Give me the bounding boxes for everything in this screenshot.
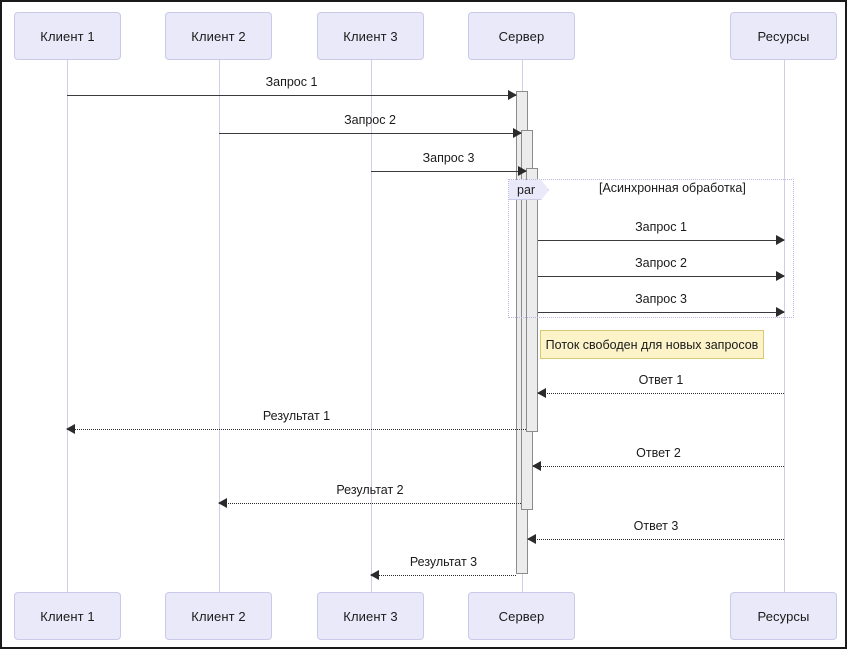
message-line bbox=[538, 276, 784, 277]
participant-client3-bottom[interactable]: Клиент 3 bbox=[317, 592, 424, 640]
arrowhead-left-icon bbox=[66, 424, 75, 434]
lifeline-resources bbox=[784, 60, 785, 592]
participant-label: Сервер bbox=[498, 28, 545, 44]
fragment-condition-label: [Асинхронная обработка] bbox=[599, 181, 746, 195]
participant-client1-top[interactable]: Клиент 1 bbox=[14, 12, 121, 60]
arrowhead-right-icon bbox=[518, 166, 527, 176]
message-line bbox=[219, 503, 521, 504]
lifeline-client2 bbox=[219, 60, 220, 592]
message-label: Ответ 3 bbox=[633, 519, 679, 533]
message-label: Результат 2 bbox=[336, 483, 404, 497]
message-label: Запрос 1 bbox=[635, 220, 687, 234]
participant-server-top[interactable]: Сервер bbox=[468, 12, 575, 60]
participant-label: Клиент 2 bbox=[191, 28, 246, 44]
participant-label: Ресурсы bbox=[757, 28, 810, 44]
arrowhead-left-icon bbox=[532, 461, 541, 471]
server-act-3 bbox=[526, 168, 538, 432]
participant-client3-top[interactable]: Клиент 3 bbox=[317, 12, 424, 60]
message-line bbox=[67, 429, 526, 430]
message-line bbox=[528, 539, 784, 540]
message-line bbox=[371, 575, 516, 576]
message-label: Запрос 3 bbox=[422, 151, 475, 165]
participant-label: Сервер bbox=[498, 608, 545, 624]
arrowhead-right-icon bbox=[776, 271, 785, 281]
participant-client2-bottom[interactable]: Клиент 2 bbox=[165, 592, 272, 640]
message-label: Запрос 2 bbox=[635, 256, 687, 270]
participant-label: Клиент 1 bbox=[40, 608, 95, 624]
message-label: Ответ 1 bbox=[638, 373, 684, 387]
arrowhead-left-icon bbox=[370, 570, 379, 580]
lifeline-client1 bbox=[67, 60, 68, 592]
message-line bbox=[538, 240, 784, 241]
message-label: Запрос 2 bbox=[344, 113, 396, 127]
arrowhead-right-icon bbox=[776, 235, 785, 245]
message-label: Запрос 3 bbox=[635, 292, 687, 306]
arrowhead-left-icon bbox=[218, 498, 227, 508]
message-label: Результат 1 bbox=[262, 409, 331, 423]
message-line bbox=[219, 133, 521, 134]
message-label: Результат 3 bbox=[409, 555, 478, 569]
message-label: Запрос 1 bbox=[265, 75, 318, 89]
arrowhead-left-icon bbox=[527, 534, 536, 544]
message-line bbox=[538, 312, 784, 313]
note-thread-free: Поток свободен для новых запросов bbox=[540, 330, 764, 359]
combined-fragment-par: par [Асинхронная обработка] bbox=[508, 179, 794, 318]
participant-server-bottom[interactable]: Сервер bbox=[468, 592, 575, 640]
participant-resources-top[interactable]: Ресурсы bbox=[730, 12, 837, 60]
participant-label: Клиент 3 bbox=[343, 28, 398, 44]
arrowhead-left-icon bbox=[537, 388, 546, 398]
fragment-operator-tab: par bbox=[509, 180, 549, 200]
arrowhead-right-icon bbox=[508, 90, 517, 100]
message-line bbox=[371, 171, 526, 172]
message-line bbox=[538, 393, 784, 394]
arrowhead-right-icon bbox=[776, 307, 785, 317]
participant-label: Клиент 3 bbox=[343, 608, 398, 624]
participant-label: Ресурсы bbox=[757, 608, 810, 624]
message-line bbox=[67, 95, 516, 96]
arrowhead-right-icon bbox=[513, 128, 522, 138]
participant-resources-bottom[interactable]: Ресурсы bbox=[730, 592, 837, 640]
fragment-operator-label: par bbox=[517, 182, 536, 197]
lifeline-client3 bbox=[371, 60, 372, 592]
participant-client1-bottom[interactable]: Клиент 1 bbox=[14, 592, 121, 640]
participant-client2-top[interactable]: Клиент 2 bbox=[165, 12, 272, 60]
message-label: Ответ 2 bbox=[636, 446, 681, 460]
message-line bbox=[533, 466, 784, 467]
participant-label: Клиент 1 bbox=[40, 28, 95, 44]
participant-label: Клиент 2 bbox=[191, 608, 246, 624]
